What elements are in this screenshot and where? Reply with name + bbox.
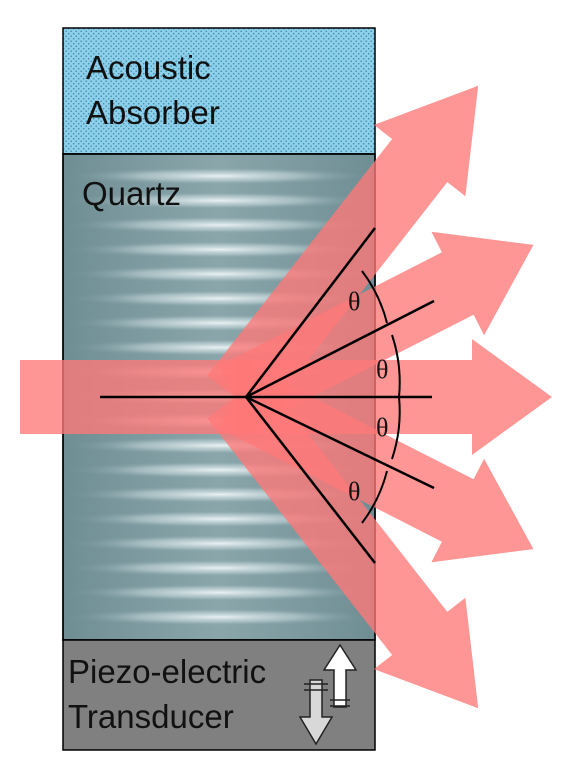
theta-label-lower-outer: θ bbox=[348, 477, 360, 506]
wavefront-band bbox=[69, 534, 369, 553]
wavefront-band bbox=[69, 240, 369, 259]
quartz-label: Quartz bbox=[82, 175, 181, 212]
piezo-electric-transducer: Piezo-electric Transducer bbox=[62, 639, 376, 751]
wavefront-band bbox=[69, 583, 369, 602]
theta-label-lower-inner: θ bbox=[376, 413, 388, 442]
wavefront-band bbox=[69, 559, 369, 577]
upper-second-order-line bbox=[245, 227, 376, 398]
absorber-label-line1: Acoustic bbox=[86, 49, 211, 86]
absorber-label-line2: Absorber bbox=[86, 94, 220, 131]
diffracted-beam-minus-2 bbox=[207, 375, 479, 709]
theta-label-upper-inner: θ bbox=[376, 355, 388, 384]
angle-arcs bbox=[361, 270, 401, 524]
theta-label-upper-outer: θ bbox=[348, 287, 360, 316]
lower-second-order-line bbox=[245, 396, 376, 564]
wavefront-band bbox=[69, 608, 369, 626]
transducer-label-line2: Transducer bbox=[68, 698, 234, 735]
lower-first-order-line bbox=[245, 395, 435, 490]
wavefront-band bbox=[69, 191, 369, 210]
angle-reference-lines bbox=[100, 227, 435, 564]
diffracted-beam-plus-2 bbox=[207, 85, 479, 419]
wavefront-band bbox=[69, 167, 369, 185]
vibration-arrows-icon bbox=[298, 643, 358, 746]
transducer-label-line1: Piezo-electric bbox=[68, 653, 266, 690]
upper-first-order-line bbox=[245, 299, 435, 399]
diffracted-beam-minus-1 bbox=[219, 365, 534, 563]
wavefront-band bbox=[69, 216, 369, 234]
acoustic-absorber: Acoustic Absorber bbox=[62, 27, 376, 155]
